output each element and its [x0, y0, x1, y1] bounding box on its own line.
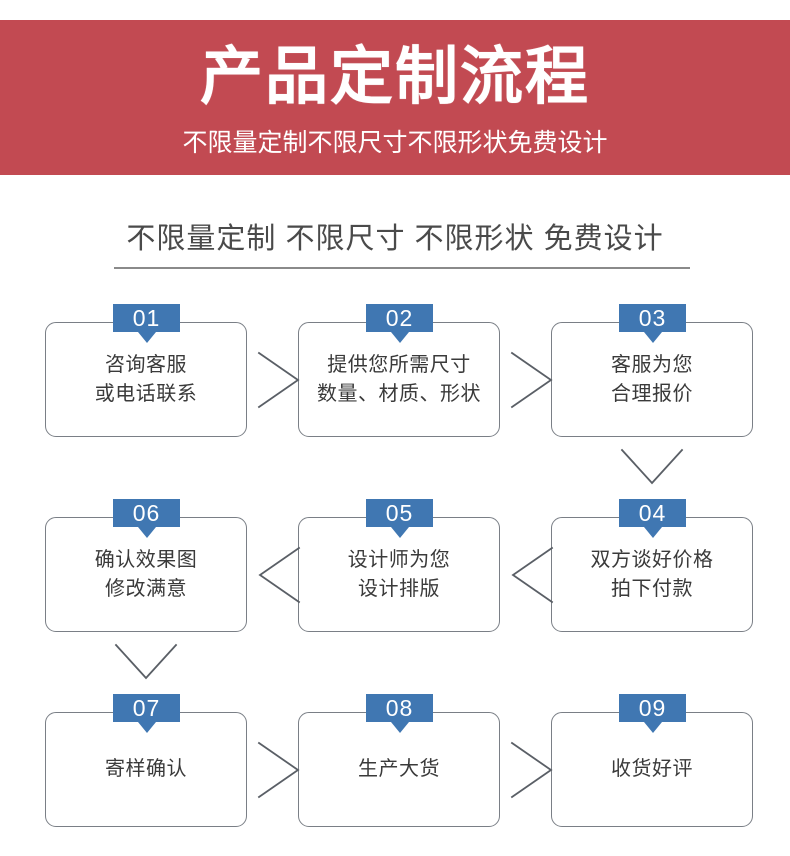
step-number-badge-02: 02 — [366, 304, 433, 343]
step-box-09[interactable]: 09 收货好评 — [551, 694, 753, 827]
step-label-09: 收货好评 — [552, 713, 752, 826]
step-number-badge-06: 06 — [113, 499, 180, 538]
arrow-01-to-02-icon — [256, 350, 302, 410]
step-label-line2: 或电话联系 — [94, 382, 198, 405]
step-label-line2: 拍下付款 — [611, 577, 693, 600]
step-label-line1: 确认效果图 — [94, 549, 198, 572]
step-label-line2: 合理报价 — [611, 382, 693, 405]
step-label-line1: 生产大货 — [358, 758, 440, 781]
step-label-line2: 设计排版 — [358, 577, 440, 600]
header-banner: 产品定制流程 不限量定制不限尺寸不限形状免费设计 — [0, 20, 790, 175]
step-box-07[interactable]: 07 寄样确认 — [45, 694, 247, 827]
step-label-08: 生产大货 — [299, 713, 499, 826]
step-label-02: 提供您所需尺寸数量、材质、形状 — [299, 323, 499, 436]
step-label-line2: 数量、材质、形状 — [317, 382, 481, 405]
arrow-03-to-04-icon — [619, 447, 685, 487]
heading-divider — [114, 267, 690, 269]
step-label-line1: 提供您所需尺寸 — [327, 354, 471, 377]
step-label-line1: 客服为您 — [611, 354, 693, 377]
arrow-06-to-07-icon — [113, 642, 179, 682]
step-number-badge-04: 04 — [619, 499, 686, 538]
page-title: 产品定制流程 — [200, 42, 590, 112]
step-label-line2: 修改满意 — [105, 577, 187, 600]
step-number-badge-08: 08 — [366, 694, 433, 733]
section-heading: 不限量定制 不限尺寸 不限形状 免费设计 — [126, 223, 664, 255]
arrow-08-to-09-icon — [509, 740, 555, 800]
step-box-08[interactable]: 08 生产大货 — [298, 694, 500, 827]
step-number-badge-07: 07 — [113, 694, 180, 733]
step-label-03: 客服为您合理报价 — [552, 323, 752, 436]
page-subtitle: 不限量定制不限尺寸不限形状免费设计 — [182, 129, 608, 157]
step-number-badge-01: 01 — [113, 304, 180, 343]
arrow-02-to-03-icon — [509, 350, 555, 410]
step-label-line1: 双方谈好价格 — [590, 549, 714, 572]
step-label-line1: 收货好评 — [611, 758, 693, 781]
step-label-06: 确认效果图修改满意 — [46, 518, 246, 631]
arrow-04-to-05-icon — [509, 545, 555, 605]
step-label-line1: 咨询客服 — [105, 354, 187, 377]
step-label-01: 咨询客服或电话联系 — [46, 323, 246, 436]
step-number-badge-09: 09 — [619, 694, 686, 733]
step-label-line1: 寄样确认 — [105, 758, 187, 781]
step-label-04: 双方谈好价格拍下付款 — [552, 518, 752, 631]
step-number-badge-03: 03 — [619, 304, 686, 343]
arrow-07-to-08-icon — [256, 740, 302, 800]
step-label-line1: 设计师为您 — [347, 549, 451, 572]
step-number-badge-05: 05 — [366, 499, 433, 538]
step-label-07: 寄样确认 — [46, 713, 246, 826]
step-label-05: 设计师为您设计排版 — [299, 518, 499, 631]
arrow-05-to-06-icon — [256, 545, 302, 605]
